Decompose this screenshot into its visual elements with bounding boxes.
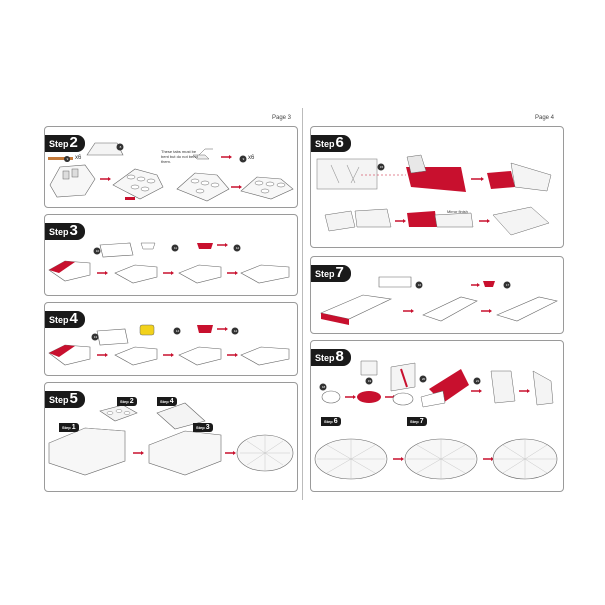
step-5-panel: Step5 Step 1 Step 2 Step 4 Step 3 xyxy=(44,382,298,492)
step-2-tabs-note: These tabs must be bent but do not bend … xyxy=(161,149,198,164)
part-number-badge: 21 xyxy=(475,379,480,384)
part-number-badge: 10 xyxy=(95,249,100,254)
page-label-left: Page 3 xyxy=(272,115,292,121)
step-2-qty-b: x6 xyxy=(248,155,255,161)
step-2-qty-a: x6 xyxy=(75,155,82,161)
step-3-illustration xyxy=(48,242,290,284)
part-number-badge: 15 xyxy=(379,165,384,170)
step-8-substep-6: Step 6 xyxy=(321,417,341,426)
part-number-badge: 12 xyxy=(235,246,240,251)
step-4-illustration xyxy=(48,324,290,366)
step-8-illustration xyxy=(314,360,558,480)
step-5-substep-4: Step 4 xyxy=(157,397,177,406)
part-number-badge: 9 xyxy=(241,157,246,162)
step-8-panel: Step8 18 19 20 21 Step 6 Step 7 xyxy=(310,340,564,492)
part-number-badge: 19 xyxy=(367,379,372,384)
part-number-badge: 17 xyxy=(505,283,510,288)
part-number-badge: 11 xyxy=(173,246,178,251)
part-number-badge: 16 xyxy=(417,283,422,288)
part-number-badge: 14 xyxy=(175,329,180,334)
step-8-tag: Step8 xyxy=(311,349,351,366)
step-6-tag: Step6 xyxy=(311,135,351,152)
step-6-panel: Step6 Mirror finish 15 xyxy=(310,126,564,248)
step-3-tag: Step3 xyxy=(45,223,85,240)
step-8-substep-7: Step 7 xyxy=(407,417,427,426)
step-6-mirror-finish-note: Mirror finish xyxy=(447,209,468,214)
page-label-right: Page 4 xyxy=(535,115,555,121)
step-5-tag: Step5 xyxy=(45,391,85,408)
step-2-tag: Step2 xyxy=(45,135,85,152)
page-divider xyxy=(302,108,303,500)
step-6-illustration xyxy=(316,154,552,236)
step-5-substep-1: Step 1 xyxy=(59,423,79,432)
step-7-panel: Step7 16 17 xyxy=(310,256,564,334)
step-5-substep-2: Step 2 xyxy=(117,397,137,406)
part-number-badge: 18 xyxy=(321,385,326,390)
step-4-tag: Step4 xyxy=(45,311,85,328)
step-2-illustration xyxy=(48,142,294,202)
step-2-panel: Step2 x xyxy=(44,126,298,208)
step-4-panel: Step4 13 14 12 xyxy=(44,302,298,376)
part-number-badge: 20 xyxy=(421,377,426,382)
step-5-substep-3: Step 3 xyxy=(193,423,213,432)
part-number-badge: 12 xyxy=(233,329,238,334)
step-3-panel: Step3 10 11 12 xyxy=(44,214,298,296)
part-number-badge: 13 xyxy=(93,335,98,340)
step-7-tag: Step7 xyxy=(311,265,351,282)
step-7-illustration xyxy=(320,276,558,325)
part-number-badge: 8 xyxy=(118,145,123,150)
step-5-illustration xyxy=(48,402,294,476)
part-number-badge: 9 xyxy=(65,157,70,162)
